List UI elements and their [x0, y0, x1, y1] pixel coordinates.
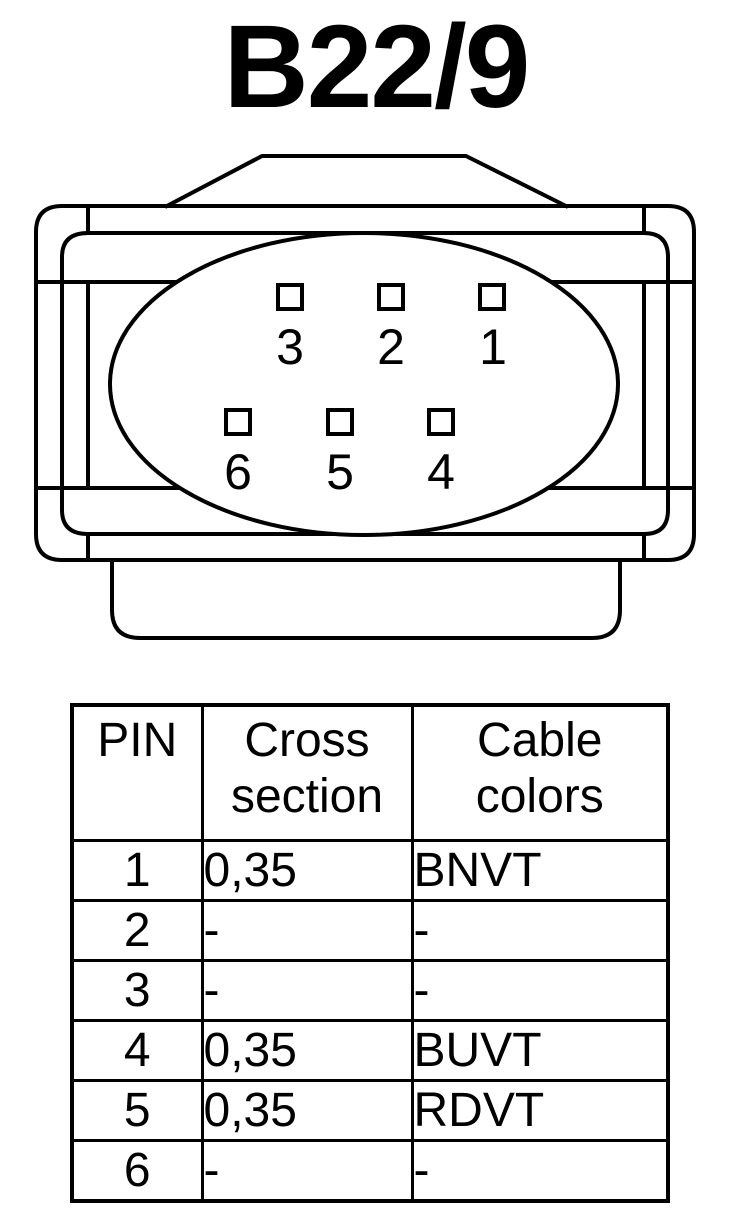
- table-row: 6 - -: [70, 1139, 670, 1203]
- connector-title: B22/9: [223, 1, 531, 133]
- row-pin: 4: [70, 1019, 204, 1082]
- pin-label-3: 3: [276, 319, 304, 375]
- row-cross-section: 0,35: [200, 1019, 414, 1082]
- row-cross-section: -: [200, 959, 414, 1022]
- row-pin: 5: [70, 1079, 204, 1142]
- pin-table-header: PIN Cross section Cable colors: [70, 703, 670, 842]
- row-cable-color: BUVT: [410, 1019, 670, 1082]
- row-pin: 6: [70, 1139, 204, 1203]
- pin-table: PIN Cross section Cable colors 1 0,35 BN…: [70, 703, 670, 1203]
- pin-label-1: 1: [479, 319, 507, 375]
- row-cross-section: 0,35: [200, 839, 414, 902]
- row-cable-color: BNVT: [410, 839, 670, 902]
- pin-5-contact: [326, 408, 354, 436]
- row-cable-color: -: [410, 1139, 670, 1203]
- table-row: 5 0,35 RDVT: [70, 1079, 670, 1142]
- row-cross-section: -: [200, 899, 414, 962]
- connector-bottom-tab: [110, 560, 622, 640]
- header-pin: PIN: [70, 703, 204, 842]
- table-row: 3 - -: [70, 959, 670, 1022]
- connector-drawing: 3 2 1 6 5 4: [34, 154, 696, 640]
- row-pin: 1: [70, 839, 204, 902]
- row-pin: 3: [70, 959, 204, 1022]
- row-cable-color: -: [410, 899, 670, 962]
- connector-latch: [164, 154, 569, 209]
- pin-1-contact: [478, 283, 506, 311]
- pin-label-5: 5: [326, 444, 354, 500]
- header-cable-colors: Cable colors: [410, 703, 670, 842]
- pin-label-6: 6: [224, 444, 252, 500]
- connector-face: [108, 231, 620, 537]
- row-cable-color: RDVT: [410, 1079, 670, 1142]
- table-row: 2 - -: [70, 899, 670, 962]
- header-cross-section: Cross section: [200, 703, 414, 842]
- row-pin: 2: [70, 899, 204, 962]
- pin-label-4: 4: [427, 444, 455, 500]
- row-cross-section: 0,35: [200, 1079, 414, 1142]
- row-cable-color: -: [410, 959, 670, 1022]
- pin-6-contact: [224, 408, 252, 436]
- table-row: 1 0,35 BNVT: [70, 839, 670, 902]
- pin-label-2: 2: [377, 319, 405, 375]
- pin-4-contact: [427, 408, 455, 436]
- pin-2-contact: [377, 283, 405, 311]
- connector-housing-outer: [34, 204, 696, 562]
- row-cross-section: -: [200, 1139, 414, 1203]
- table-row: 4 0,35 BUVT: [70, 1019, 670, 1082]
- pin-3-contact: [276, 283, 304, 311]
